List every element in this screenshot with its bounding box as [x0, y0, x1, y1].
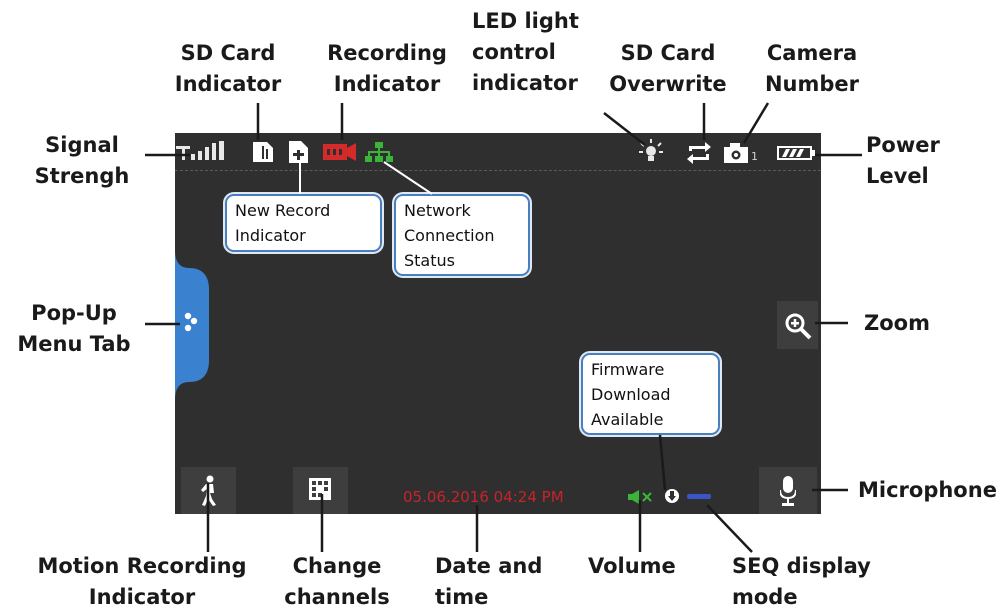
label-zoom: Zoom	[864, 311, 930, 335]
firmware-download-icon[interactable]	[664, 488, 680, 504]
label-microphone: Microphone	[858, 478, 997, 502]
volume-muted-icon[interactable]	[628, 490, 656, 504]
new-record-icon	[289, 141, 308, 163]
sd-card-icon	[253, 142, 273, 162]
grid-icon	[309, 478, 331, 500]
callout-text: Download	[591, 385, 671, 404]
recording-icon	[323, 143, 356, 161]
callout-text: Indicator	[235, 226, 306, 245]
microphone-icon	[780, 476, 796, 506]
popup-menu-tab[interactable]	[175, 250, 213, 400]
camera-icon	[724, 143, 748, 163]
zoom-button[interactable]	[777, 301, 818, 349]
change-channels-button[interactable]	[293, 467, 348, 514]
sd-card-overwrite-icon	[687, 142, 711, 164]
menu-dots-icon	[184, 312, 192, 320]
callout-text: Status	[404, 251, 455, 270]
new-record-callout: New Record Indicator	[225, 194, 382, 252]
microphone-button[interactable]	[759, 467, 817, 514]
date-time-display: 05.06.2016 04:24 PM	[403, 488, 564, 506]
callout-text: New Record	[235, 201, 331, 220]
network-connection-icon	[365, 142, 393, 162]
signal-strength-icon	[176, 141, 224, 160]
status-bar	[175, 133, 821, 171]
callout-text: Firmware	[591, 360, 665, 379]
firmware-callout: Firmware Download Available	[581, 353, 720, 435]
callout-text: Connection	[404, 226, 495, 245]
camera-number-value: 1	[751, 150, 758, 163]
network-status-callout: Network Connection Status	[394, 194, 530, 276]
zoom-icon	[785, 313, 812, 340]
battery-icon	[777, 146, 815, 160]
seq-display-icon[interactable]	[687, 493, 711, 501]
label-volume: Volume	[588, 554, 676, 578]
callout-text: Available	[591, 410, 664, 429]
led-light-icon	[639, 139, 663, 161]
callout-text: Network	[404, 201, 471, 220]
